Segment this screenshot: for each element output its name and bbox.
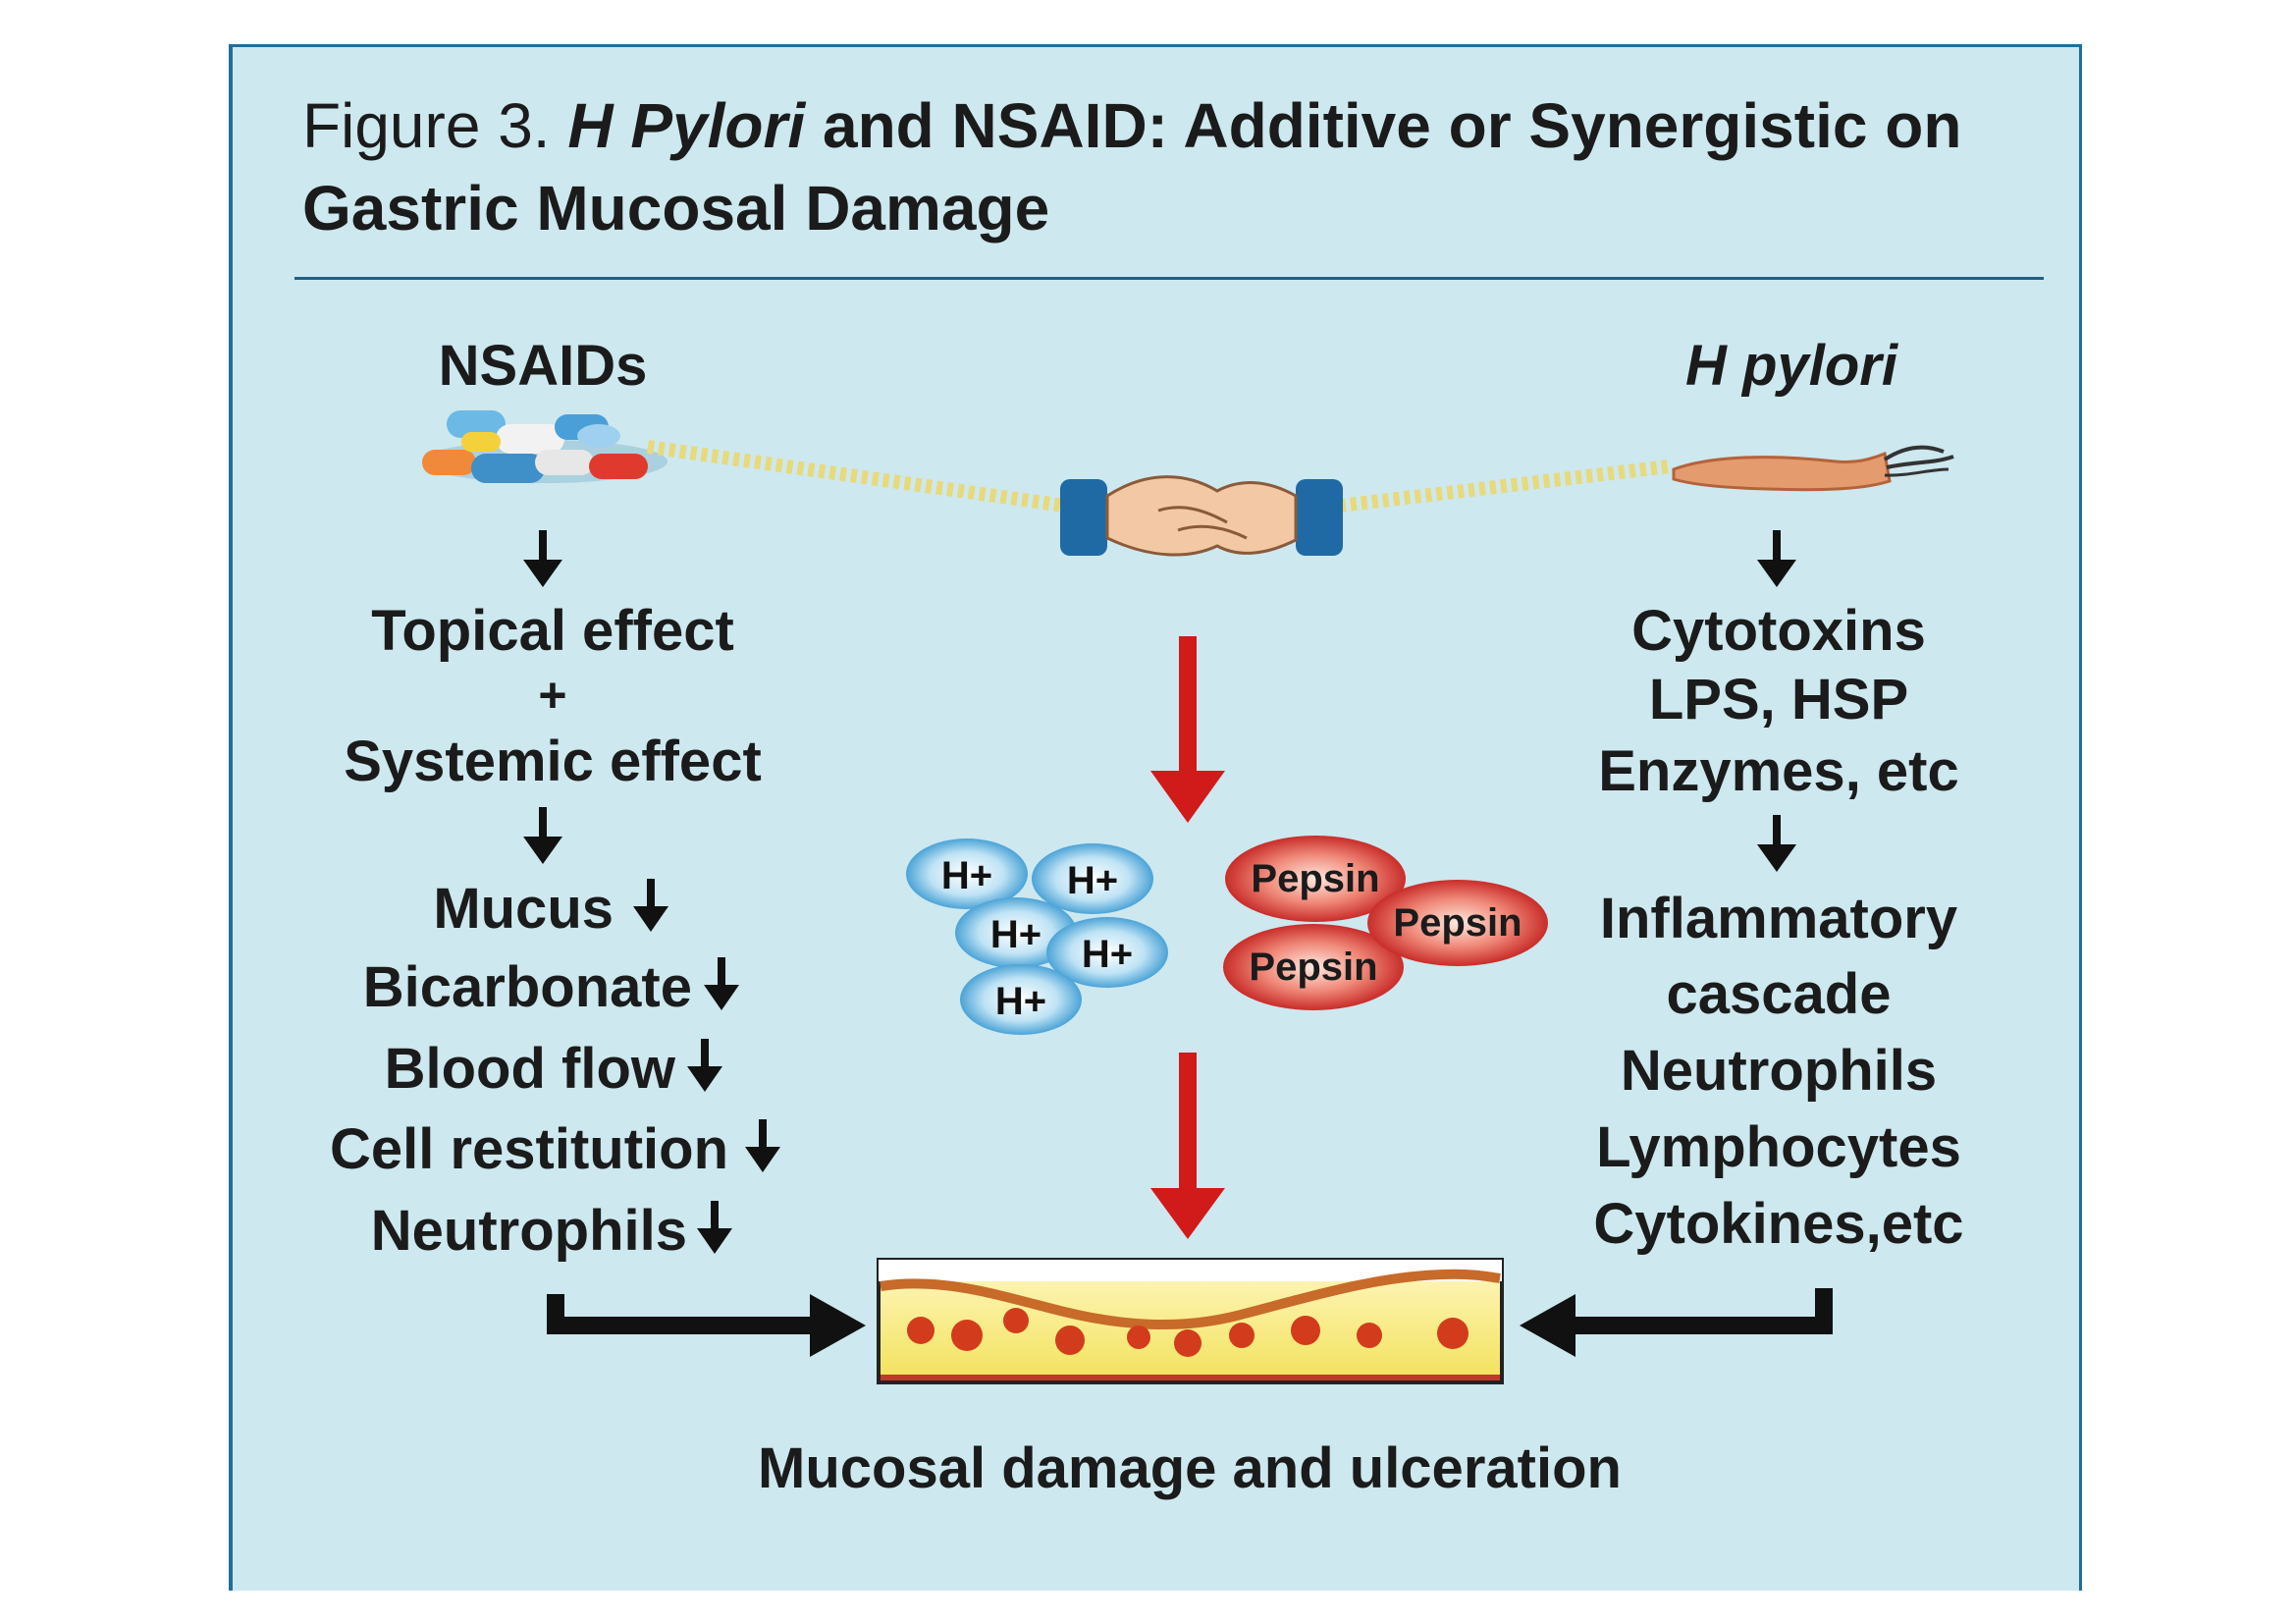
enzymes-label: Enzymes, etc — [1598, 739, 1959, 803]
neutrophils-label: Neutrophils — [1621, 1039, 1937, 1103]
mucosa-cross-section — [877, 1258, 1504, 1384]
title-rest: and NSAID: Additive or Synergistic on — [822, 90, 1962, 161]
plus-label: + — [538, 668, 566, 723]
title-subject: H Pylori — [567, 90, 806, 161]
decrease-arrow-icon — [697, 1201, 732, 1254]
hpylori-heading: H pylori — [1685, 334, 1899, 398]
hydrogen-ion — [906, 839, 1028, 909]
hydrogen-ion — [1032, 843, 1153, 914]
down-arrow-icon — [1757, 530, 1796, 587]
outcome-label: Mucosal damage and ulceration — [758, 1436, 1622, 1500]
rope-connector-left — [647, 440, 1066, 513]
inflammatory-label: Inflammatory — [1600, 887, 1957, 950]
pepsin-label: Pepsin — [1249, 946, 1377, 989]
left-elbow-arrow — [547, 1294, 815, 1334]
nsaids-heading: NSAIDs — [439, 334, 648, 398]
lymphocytes-label: Lymphocytes — [1596, 1115, 1961, 1179]
ion-label: H+ — [1082, 933, 1133, 976]
down-arrow-icon — [523, 807, 562, 864]
topical-effect-label: Topical effect — [371, 599, 734, 663]
cell-restitution-label: Cell restitution — [330, 1117, 728, 1181]
lps-hsp-label: LPS, HSP — [1649, 668, 1908, 731]
decrease-arrow-icon — [745, 1119, 780, 1172]
hydrogen-ion — [955, 897, 1077, 968]
pepsin-label: Pepsin — [1251, 857, 1379, 900]
handshake-icon — [1060, 475, 1343, 557]
systemic-effect-label: Systemic effect — [344, 730, 762, 793]
title-divider — [294, 277, 2044, 280]
right-arrowhead-icon — [1520, 1294, 1575, 1357]
pepsin-molecule — [1223, 924, 1404, 1010]
rope-connector-right — [1339, 460, 1670, 513]
mucus-label: Mucus — [433, 877, 614, 941]
neutrophils-decrease-label: Neutrophils — [371, 1199, 687, 1263]
figure-title-line1: Figure 3. H Pylori and NSAID: Additive o… — [302, 86, 1961, 165]
ion-label: H+ — [941, 854, 992, 897]
figure-title-line2: Gastric Mucosal Damage — [302, 173, 1050, 243]
cytokines-label: Cytokines,etc — [1593, 1192, 1963, 1256]
pill-cluster-icon — [422, 410, 667, 483]
blood-flow-label: Blood flow — [385, 1037, 676, 1101]
down-arrow-icon — [1757, 815, 1796, 872]
cytotoxins-label: Cytotoxins — [1631, 599, 1926, 663]
right-elbow-arrow — [1571, 1288, 1833, 1334]
decrease-arrow-icon — [704, 957, 739, 1010]
decrease-arrow-icon — [687, 1039, 722, 1092]
figure-label: Figure 3. — [302, 90, 551, 161]
ion-label: H+ — [995, 980, 1046, 1023]
pepsin-molecule — [1225, 836, 1406, 922]
pepsin-cluster: Pepsin Pepsin Pepsin — [1223, 836, 1548, 1010]
down-arrow-icon — [523, 530, 562, 587]
ion-label: H+ — [1067, 859, 1118, 902]
hydrogen-ion — [1046, 917, 1168, 988]
pepsin-molecule — [1367, 880, 1548, 966]
left-arrowhead-icon — [810, 1294, 866, 1357]
bacterium-icon — [1672, 445, 1954, 492]
cascade-label: cascade — [1667, 962, 1892, 1026]
hydrogen-ion-cluster: H+ H+ H+ H+ H+ — [906, 839, 1168, 1035]
pepsin-label: Pepsin — [1393, 901, 1522, 945]
bicarbonate-label: Bicarbonate — [363, 955, 692, 1019]
red-down-arrow-bottom — [1150, 1053, 1225, 1239]
ion-label: H+ — [990, 913, 1041, 956]
red-down-arrow-top — [1150, 636, 1225, 823]
hydrogen-ion — [960, 964, 1082, 1035]
decrease-arrow-icon — [633, 879, 668, 932]
